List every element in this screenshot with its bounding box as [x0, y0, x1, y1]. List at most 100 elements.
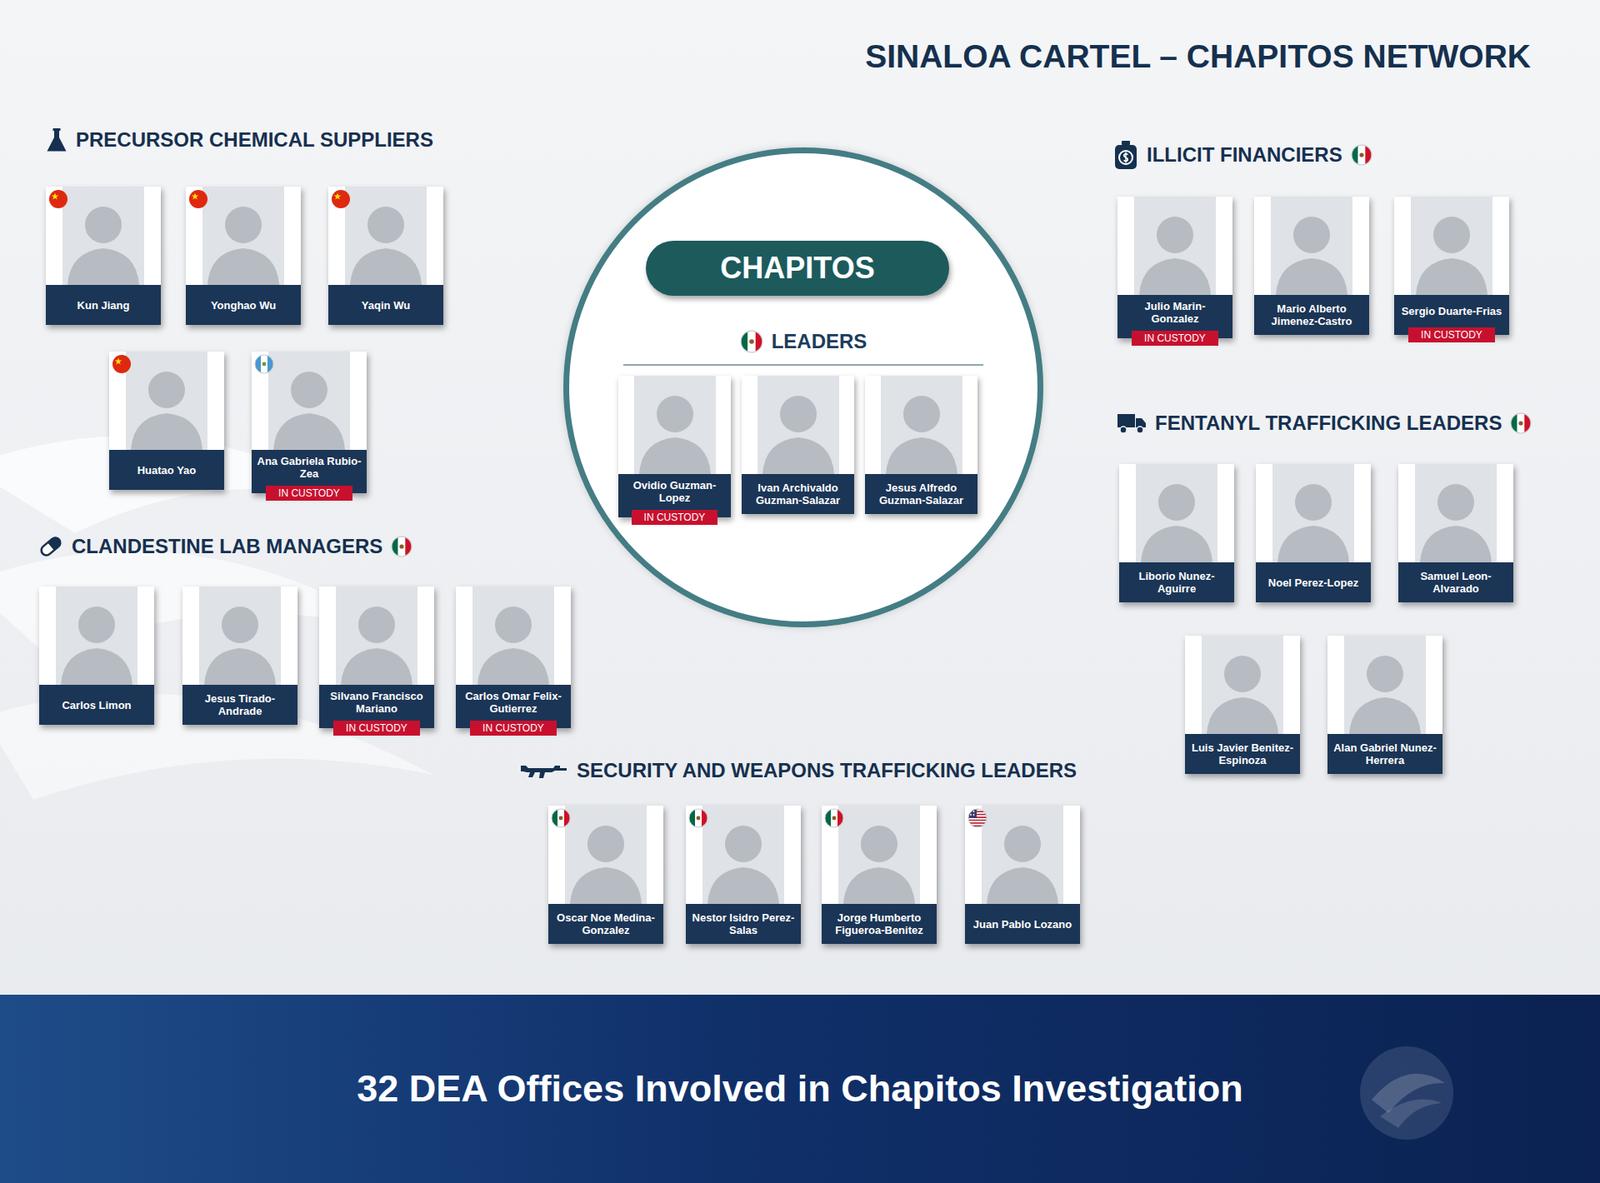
flag-icon — [111, 354, 132, 375]
person-name: Alan Gabriel Nunez-Herrera — [1331, 741, 1439, 767]
photo-placeholder — [202, 186, 285, 285]
name-strip: Yaqin Wu — [328, 285, 444, 325]
photo-placeholder — [1415, 464, 1497, 563]
name-strip: Nestor Isidro Perez-Salas — [685, 904, 801, 945]
agency-seal — [1355, 1041, 1459, 1149]
person-card: Ovidio Guzman-LopezIN CUSTODY — [618, 375, 731, 518]
person-card: Yaqin Wu — [328, 186, 444, 325]
person-name: Carlos Limon — [61, 699, 131, 712]
name-strip: Sergio Duarte-FriasIN CUSTODY — [1394, 295, 1510, 335]
name-strip: Mario Alberto Jimenez-Castro — [1254, 295, 1370, 335]
person-card: Carlos Omar Felix-GutierrezIN CUSTODY — [455, 586, 571, 729]
flag-icon — [390, 535, 413, 558]
diagram-title: SINALOA CARTEL – CHAPITOS NETWORK — [865, 38, 1531, 75]
photo-placeholder — [702, 805, 785, 905]
name-strip: Carlos Omar Felix-GutierrezIN CUSTODY — [455, 685, 571, 729]
leaders-heading-row: LEADERS — [569, 330, 1038, 354]
photo-placeholder — [634, 375, 716, 475]
section-heading-row: ILLICIT FINANCIERS — [1113, 140, 1373, 170]
name-strip: Kun Jiang — [45, 285, 161, 325]
flag-icon — [967, 808, 988, 829]
name-strip: Huatao Yao — [109, 450, 225, 490]
photo-placeholder — [345, 186, 427, 285]
person-name: Ana Gabriela Rubio-Zea — [255, 455, 363, 480]
section-heading-row: FENTANYL TRAFFICKING LEADERS — [1116, 411, 1532, 435]
photo-placeholder — [565, 805, 647, 905]
photo-placeholder — [472, 586, 555, 685]
section-heading: FENTANYL TRAFFICKING LEADERS — [1155, 411, 1502, 435]
photo-placeholder — [880, 375, 963, 475]
photo-placeholder — [62, 186, 145, 285]
photo-placeholder — [757, 375, 840, 475]
name-strip: Yonghao Wu — [185, 285, 301, 325]
photo-placeholder — [1135, 464, 1218, 563]
section-heading-row: PRECURSOR CHEMICAL SUPPLIERS — [45, 126, 434, 154]
section-icon — [1116, 411, 1147, 435]
flag-icon — [740, 330, 764, 354]
name-strip: Alan Gabriel Nunez-Herrera — [1327, 734, 1443, 775]
photo-placeholder — [199, 586, 281, 685]
person-name: Sergio Duarte-Frias — [1401, 305, 1503, 318]
name-strip: Silvano Francisco MarianoIN CUSTODY — [319, 685, 435, 729]
person-card: Nestor Isidro Perez-Salas — [685, 805, 801, 945]
photo-placeholder — [268, 351, 350, 450]
group-name: CHAPITOS — [720, 250, 875, 286]
name-strip: Noel Perez-Lopez — [1255, 562, 1371, 603]
person-name: Yonghao Wu — [210, 299, 276, 312]
section-icon — [38, 534, 64, 560]
person-name: Julio Marin-Gonzalez — [1121, 300, 1229, 325]
flag-icon — [48, 189, 69, 210]
name-strip: Jesus Tirado-Andrade — [182, 685, 298, 725]
flag-icon — [254, 354, 275, 375]
person-name: Samuel Leon-Alvarado — [1402, 570, 1510, 595]
person-card: Luis Javier Benitez-Espinoza — [1185, 635, 1300, 775]
photo-placeholder — [1270, 196, 1353, 295]
name-strip: Oscar Noe Medina-Gonzalez — [548, 904, 664, 945]
flag-icon — [1510, 412, 1532, 435]
name-strip: Luis Javier Benitez-Espinoza — [1185, 734, 1300, 775]
person-name: Huatao Yao — [137, 464, 197, 477]
custody-badge: IN CUSTODY — [470, 720, 558, 736]
custody-badge: IN CUSTODY — [631, 510, 718, 525]
section-heading: PRECURSOR CHEMICAL SUPPLIERS — [75, 128, 434, 152]
leaders-circle: LEADERS CHAPITOS Ovidio Guzman-LopezIN CUS… — [563, 147, 1044, 628]
name-strip: Jesus Alfredo Guzman-Salazar — [865, 474, 978, 515]
person-name: Jesus Tirado-Andrade — [186, 692, 294, 718]
person-card: Yonghao Wu — [185, 186, 301, 325]
custody-badge: IN CUSTODY — [1408, 327, 1496, 343]
person-name: Noel Perez-Lopez — [1268, 576, 1359, 590]
section-heading: ILLICIT FINANCIERS — [1146, 143, 1343, 167]
person-card: Oscar Noe Medina-Gonzalez — [548, 805, 664, 945]
section-heading: SECURITY AND WEAPONS TRAFFICKING LEADERS — [576, 759, 1077, 783]
person-card: Jorge Humberto Figueroa-Benitez — [821, 805, 937, 945]
flag-icon — [550, 808, 571, 829]
flag-icon — [824, 808, 845, 829]
person-card: Silvano Francisco MarianoIN CUSTODY — [319, 586, 435, 729]
section-icon — [520, 761, 569, 780]
section-heading: CLANDESTINE LAB MANAGERS — [71, 535, 383, 559]
person-name: Jorge Humberto Figueroa-Benitez — [825, 911, 933, 937]
leaders-heading: LEADERS — [771, 330, 868, 354]
section-icon — [45, 126, 68, 154]
person-card: Jesus Tirado-Andrade — [182, 586, 298, 725]
photo-placeholder — [1344, 635, 1426, 735]
person-card: Juan Pablo Lozano — [965, 805, 1080, 945]
flag-icon — [1350, 144, 1373, 166]
photo-placeholder — [981, 805, 1064, 905]
custody-badge: IN CUSTODY — [265, 485, 354, 501]
group-name-pill: CHAPITOS — [645, 240, 950, 296]
person-card: Kun Jiang — [45, 186, 161, 325]
person-name: Mario Alberto Jimenez-Castro — [1258, 302, 1365, 328]
photo-placeholder — [1134, 196, 1216, 295]
photo-placeholder — [838, 805, 920, 905]
divider-line — [623, 364, 984, 366]
person-card: Ana Gabriela Rubio-ZeaIN CUSTODY — [251, 351, 367, 494]
person-name: Carlos Omar Felix-Gutierrez — [460, 690, 567, 715]
person-card: Huatao Yao — [109, 351, 225, 490]
section-icon — [1113, 140, 1139, 170]
name-strip: Samuel Leon-Alvarado — [1398, 562, 1514, 603]
person-name: Ivan Archivaldo Guzman-Salazar — [745, 481, 850, 507]
photo-placeholder — [1410, 196, 1493, 295]
person-name: Nestor Isidro Perez-Salas — [690, 911, 797, 937]
